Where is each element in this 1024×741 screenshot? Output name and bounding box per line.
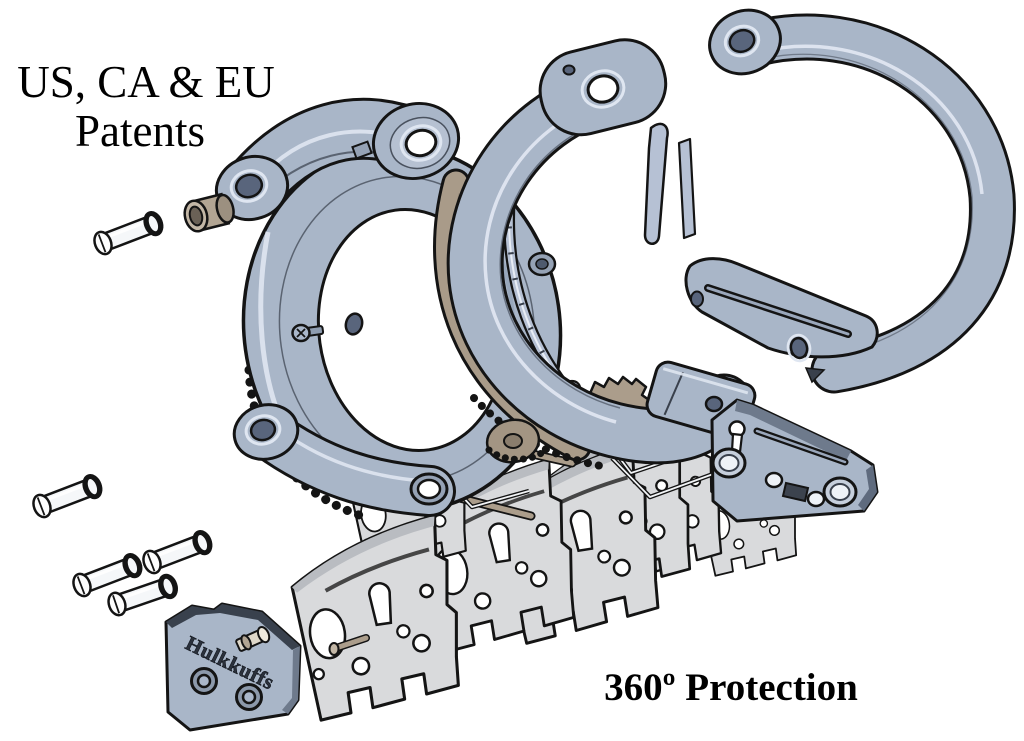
protection-label: 360º Protection (604, 666, 858, 709)
patents-line1: US, CA & EU (17, 57, 275, 107)
rivet (138, 526, 217, 579)
patents-line2: Patents (75, 106, 205, 156)
lock-lever (643, 122, 669, 245)
bushing (183, 192, 235, 233)
bow-lower-arm (684, 257, 879, 359)
set-screw (291, 323, 325, 343)
rivets (28, 207, 217, 620)
cover-plate-rivet (235, 626, 271, 652)
brand-cover-plate: Hulkkuffs (164, 602, 370, 732)
rivet (89, 207, 168, 260)
bow-shackle (684, 8, 1016, 394)
patents-label: US, CA & EU Patents (17, 57, 275, 156)
lock-housing-plate (710, 398, 879, 523)
rivet (28, 470, 107, 523)
frame-pivot-hole (404, 128, 438, 158)
right-cuff-frame (446, 38, 757, 465)
